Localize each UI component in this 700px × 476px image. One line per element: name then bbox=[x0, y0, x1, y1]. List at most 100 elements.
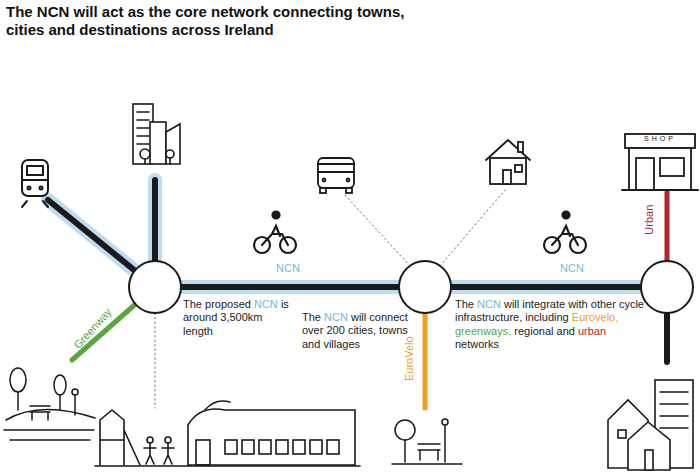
shop-icon bbox=[629, 148, 691, 190]
junction-circle bbox=[641, 261, 693, 313]
note-word: NCN bbox=[254, 298, 278, 310]
note-word bbox=[501, 298, 504, 310]
bus-icon bbox=[318, 158, 354, 193]
park-illustration bbox=[17, 392, 19, 410]
house-icon bbox=[486, 140, 530, 184]
note-word bbox=[474, 298, 477, 310]
note-word bbox=[345, 324, 348, 336]
city-buildings bbox=[169, 158, 171, 164]
park-illustration bbox=[54, 375, 66, 395]
train-icon bbox=[27, 166, 43, 175]
note-word: greenways, bbox=[455, 325, 511, 337]
note-word: is bbox=[281, 298, 289, 310]
school-illustration bbox=[165, 437, 171, 443]
school-illustration bbox=[196, 440, 339, 465]
cyclist-icon bbox=[552, 226, 578, 245]
school-illustration bbox=[95, 465, 360, 467]
park-illustration bbox=[392, 419, 462, 464]
note-word bbox=[202, 298, 205, 310]
note-word bbox=[366, 311, 369, 323]
note-word bbox=[278, 298, 281, 310]
note-word: proposed bbox=[205, 298, 251, 310]
shop-icon bbox=[636, 158, 654, 190]
network-illustration bbox=[4, 104, 698, 470]
note-word: infrastructure, bbox=[455, 311, 522, 323]
note-word: length bbox=[183, 325, 213, 337]
school-illustration bbox=[259, 440, 271, 454]
bus-icon bbox=[320, 188, 326, 193]
junction-circle bbox=[399, 261, 451, 313]
route-label: EuroVelo bbox=[403, 329, 416, 389]
train-icon bbox=[22, 160, 48, 196]
bus-icon bbox=[347, 179, 350, 182]
park-illustration bbox=[59, 395, 61, 410]
bus-icon bbox=[346, 188, 352, 193]
train-icon bbox=[22, 201, 27, 207]
city-buildings bbox=[166, 150, 174, 158]
park-illustration bbox=[404, 440, 406, 462]
shop-icon bbox=[622, 134, 698, 190]
park-illustration bbox=[395, 420, 415, 440]
note-word: Eurovelo, bbox=[572, 311, 618, 323]
route-label: Greenway bbox=[65, 298, 122, 359]
note-word: 3,500km bbox=[220, 311, 262, 323]
note-word bbox=[321, 311, 324, 323]
note-word: villages bbox=[323, 338, 360, 350]
park-illustration bbox=[442, 419, 448, 425]
train-icon bbox=[40, 187, 43, 190]
note-word bbox=[519, 298, 522, 310]
shop-icon bbox=[625, 134, 695, 148]
dotted-link bbox=[440, 190, 505, 266]
park-illustration bbox=[6, 409, 95, 420]
houses-illustration bbox=[618, 430, 626, 438]
city-buildings bbox=[144, 159, 146, 164]
school-illustration bbox=[196, 440, 210, 465]
park-illustration bbox=[4, 368, 95, 440]
note-word: regional bbox=[514, 325, 553, 337]
note-word bbox=[553, 325, 556, 337]
note-word: cities, bbox=[348, 324, 376, 336]
school-illustration bbox=[242, 440, 254, 454]
house-icon bbox=[486, 140, 530, 160]
city-buildings bbox=[166, 124, 180, 164]
dotted-link bbox=[155, 313, 156, 408]
note-word: networks bbox=[455, 338, 499, 350]
school-illustration bbox=[144, 443, 156, 464]
school-illustration bbox=[310, 440, 322, 454]
shop-sign-text: SHOP bbox=[630, 135, 690, 144]
note-word: will bbox=[351, 311, 366, 323]
note-word: other bbox=[591, 298, 616, 310]
park-illustration bbox=[74, 395, 76, 415]
note-word: integrate bbox=[522, 298, 565, 310]
note-word bbox=[376, 324, 379, 336]
note-word: around bbox=[183, 311, 217, 323]
junction-circle bbox=[129, 261, 693, 313]
note-word bbox=[575, 325, 578, 337]
bus-icon bbox=[318, 171, 354, 173]
park-illustration bbox=[10, 368, 26, 392]
route-label: Urban bbox=[643, 200, 656, 240]
houses-illustration bbox=[645, 450, 653, 470]
school-illustration bbox=[162, 443, 174, 464]
houses-illustration bbox=[608, 380, 693, 470]
school-illustration bbox=[100, 410, 140, 465]
note-word: with bbox=[568, 298, 588, 310]
note-word: will bbox=[504, 298, 519, 310]
city-buildings bbox=[140, 149, 150, 159]
house-icon bbox=[490, 158, 526, 184]
dotted-link bbox=[155, 190, 505, 408]
note-word: over bbox=[302, 324, 323, 336]
note-word: including bbox=[525, 311, 568, 323]
school-illustration bbox=[293, 440, 305, 454]
houses-illustration bbox=[660, 392, 688, 428]
bus-icon bbox=[318, 158, 354, 188]
note-word bbox=[588, 298, 591, 310]
note-word: urban bbox=[578, 325, 606, 337]
school-illustration bbox=[205, 401, 230, 410]
note-word: The bbox=[455, 298, 474, 310]
note-word: NCN bbox=[477, 298, 501, 310]
note-word: The bbox=[183, 298, 202, 310]
note-text: The proposed NCN is around 3,500km lengt… bbox=[183, 298, 295, 338]
cyclist-icon bbox=[254, 212, 586, 254]
city-buildings bbox=[137, 112, 149, 144]
